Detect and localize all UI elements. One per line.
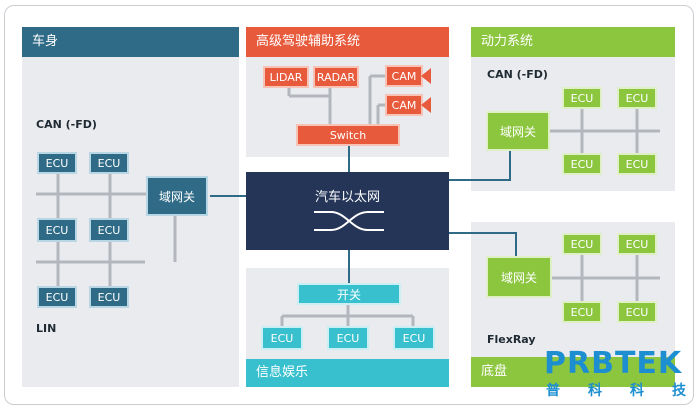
radar-box: RADAR [313,66,359,88]
chassis-domain-gateway: 域网关 [486,256,552,298]
ethernet-label: 汽车以太网 [314,190,380,205]
body-domain-gateway: 域网关 [146,176,208,216]
automotive-ethernet-core: 汽车以太网 [246,172,449,250]
chassis-ecu-3: ECU [562,301,602,323]
powertrain-ecu-2: ECU [617,87,657,109]
camera-1-label: CAM [385,65,423,87]
logo-wordmark: PRBTEK [544,346,683,381]
powertrain-can-label: CAN (-FD) [487,68,548,81]
chassis-ecu-4: ECU [617,301,657,323]
chassis-flexray-label: FlexRay [487,333,536,346]
chassis-domain-title: 底盘 [471,357,675,387]
body-ecu-4: ECU [89,218,129,242]
body-can-label: CAN (-FD) [36,118,97,131]
powertrain-ecu-3: ECU [562,153,602,175]
camera-1-lens-icon [421,68,431,84]
infotainment-switch: 开关 [297,283,401,305]
powertrain-ecu-4: ECU [617,153,657,175]
body-ecu-3: ECU [37,218,77,242]
powertrain-ecu-1: ECU [562,87,602,109]
logo-char-2: 科 [588,383,602,399]
powertrain-domain-title: 动力系统 [471,27,675,57]
chassis-ecu-2: ECU [617,233,657,255]
powertrain-domain-gateway: 域网关 [486,111,550,151]
logo-subtitle: 普 科 科 技 [546,380,686,400]
camera-1: CAM [385,65,431,87]
body-domain-title: 车身 [22,27,239,57]
logo-char-1: 普 [546,383,560,399]
crossover-switch-icon [314,211,384,231]
infotainment-ecu-3: ECU [393,326,435,350]
body-ecu-1: ECU [37,152,77,174]
camera-2: CAM [385,94,431,116]
adas-domain-title: 高级驾驶辅助系统 [246,27,449,57]
prbtek-logo: PRBTEK 普 科 科 技 [544,346,692,402]
logo-char-4: 技 [672,383,686,399]
infotainment-domain-title: 信息娱乐 [246,359,449,387]
lidar-box: LIDAR [263,66,309,88]
body-ecu-6: ECU [89,286,129,308]
chassis-ecu-1: ECU [562,233,602,255]
body-ecu-2: ECU [89,152,129,174]
logo-char-3: 科 [630,383,644,399]
body-ecu-5: ECU [37,286,77,308]
camera-2-lens-icon [421,97,431,113]
infotainment-ecu-1: ECU [261,326,303,350]
body-lin-label: LIN [36,322,57,335]
camera-2-label: CAM [385,94,423,116]
adas-switch: Switch [296,124,400,146]
infotainment-ecu-2: ECU [327,326,369,350]
